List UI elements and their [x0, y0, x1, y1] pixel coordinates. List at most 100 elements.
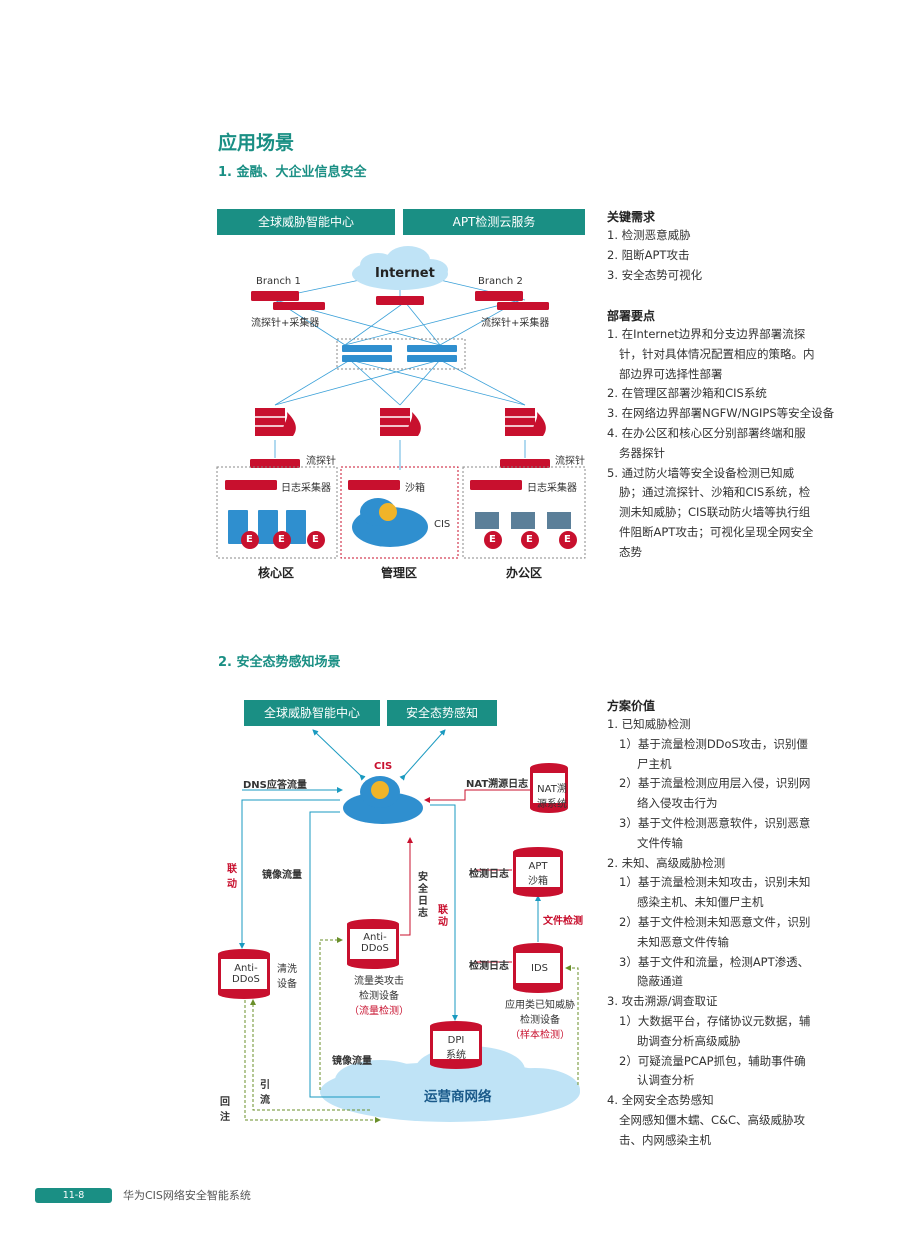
internet-label: Internet	[375, 266, 435, 281]
scenario1-diagram	[216, 246, 586, 559]
nat-system-label: NAT溯 源系统	[537, 780, 567, 810]
flow-attack-line: 流量类攻击	[354, 976, 404, 987]
list-line: 击、内网感染主机	[619, 1132, 711, 1147]
list-line: 态势	[619, 544, 642, 559]
endpoint-badge: E	[526, 534, 533, 545]
list-line: 件阻断APT攻击；可视化呈现全网安全	[619, 524, 814, 539]
sample-detect-line: （样本检测）	[510, 1030, 570, 1041]
list-line: 5. 通过防火墙等安全设备检测已知威	[607, 465, 795, 480]
detect-log-label-1: 检测日志	[469, 869, 509, 880]
page-number: 11-8	[35, 1188, 112, 1203]
apt-cloud-service-box: APT检测云服务	[403, 209, 585, 235]
log-collector-right-label: 日志采集器	[527, 483, 577, 494]
list-line: 胁；通过流探针、沙箱和CIS系统，检	[619, 485, 811, 500]
list-line: 1）大数据平台，存储协议元数据，辅	[619, 1013, 811, 1028]
deployment-list: 1. 在Internet边界和分支边界部署流探 针，针对具体情况配置相应的策略。…	[607, 325, 834, 563]
list-item: 2. 阻断APT攻击	[607, 247, 690, 262]
list-line: 测未知威胁；CIS联动防火墙等执行组	[619, 505, 811, 520]
mirror-flow-label-1: 镜像流量	[262, 870, 302, 881]
flow-attack-line: 检测设备	[359, 991, 399, 1002]
app-threat-device-label: 应用类已知威胁 检测设备 （样本检测）	[505, 996, 575, 1041]
flow-detect-line: （流量检测）	[349, 1006, 409, 1017]
probe-collector-right-label: 流探针+采集器	[481, 318, 550, 329]
global-threat-center-box: 全球威胁智能中心	[217, 209, 395, 235]
endpoint-badge: E	[312, 534, 319, 545]
list-line: 2. 在管理区部署沙箱和CIS系统	[607, 386, 767, 401]
list-line: 2）可疑流量PCAP抓包，辅助事件确	[619, 1053, 806, 1068]
deployment-title: 部署要点	[607, 309, 656, 323]
list-line: 尸主机	[637, 756, 672, 771]
probe-collector-left-label: 流探针+采集器	[251, 318, 320, 329]
reinjection-label: 回注	[220, 1097, 230, 1123]
nat-system-line: NAT溯	[537, 784, 567, 795]
mirror-flow-label-2: 镜像流量	[332, 1056, 372, 1067]
list-line: 2）基于流量检测应用层入侵，识别网	[619, 776, 811, 791]
list-line: 认调查分析	[637, 1073, 695, 1088]
ids-label: IDS	[531, 963, 548, 974]
cis-label-2: CIS	[374, 761, 393, 772]
probe-left-label: 流探针	[306, 456, 336, 467]
list-line: 2）基于文件检测未知恶意文件，识别	[619, 914, 811, 929]
list-line: 针，针对具体情况配置相应的策略。内	[619, 346, 815, 361]
clean-device-line: 设备	[277, 979, 297, 990]
list-line: 助调查分析高级威胁	[637, 1033, 741, 1048]
list-line: 1. 在Internet边界和分支边界部署流探	[607, 327, 806, 341]
list-line: 文件传输	[637, 835, 683, 850]
file-detect-label: 文件检测	[543, 916, 583, 927]
list-line: 2. 未知、高级威胁检测	[607, 855, 726, 870]
monitor-icons	[475, 512, 571, 529]
dpi-line: DPI	[447, 1035, 465, 1046]
probe-devices	[225, 291, 550, 490]
diversion-label: 引流	[260, 1080, 270, 1106]
switch-devices	[342, 345, 457, 362]
clean-device-line: 清洗	[277, 964, 297, 975]
branch1-label: Branch 1	[256, 276, 301, 287]
section-title: 应用场景	[218, 132, 295, 154]
detect-log-label-2: 检测日志	[469, 961, 509, 972]
carrier-network-label: 运营商网络	[424, 1089, 492, 1105]
log-collector-left-label: 日志采集器	[281, 483, 331, 494]
situational-awareness-box: 安全态势感知	[387, 700, 497, 726]
zone-office: 办公区	[506, 566, 543, 580]
anti-ddos-top-label: Anti- DDoS	[361, 932, 389, 954]
cis-label: CIS	[434, 519, 451, 530]
list-line: 3）基于文件和流量，检测APT渗透、	[619, 954, 810, 969]
endpoint-badge: E	[246, 534, 253, 545]
apt-sandbox-line: APT	[528, 861, 548, 872]
anti-ddos-left-label: Anti- DDoS	[232, 963, 260, 985]
list-line: 络入侵攻击行为	[637, 796, 718, 811]
anti-ddos-line: DDoS	[361, 943, 389, 954]
apt-sandbox-label: APT 沙箱	[528, 861, 548, 887]
firewall-icons	[255, 408, 546, 436]
linkage-left-label: 联动	[227, 864, 237, 890]
endpoint-badge: E	[278, 534, 285, 545]
key-requirements-list: 1. 检测恶意威胁 2. 阻断APT攻击 3. 安全态势可视化	[607, 226, 702, 285]
list-line: 全网感知僵木蠕、C&C、高级威胁攻	[619, 1112, 806, 1127]
app-threat-line: 检测设备	[520, 1015, 560, 1026]
global-threat-center-box-2: 全球威胁智能中心	[244, 700, 380, 726]
list-item: 3. 安全态势可视化	[607, 267, 703, 282]
list-line: 1）基于流量检测DDoS攻击，识别僵	[619, 736, 808, 751]
anti-ddos-line: DDoS	[232, 974, 260, 985]
endpoint-badge: E	[564, 534, 571, 545]
solution-value-title: 方案价值	[607, 699, 656, 713]
endpoint-badge-circles	[241, 531, 577, 549]
internet-cloud-icon	[352, 246, 448, 290]
dpi-system-label: DPI 系统	[446, 1035, 466, 1061]
list-line: 4. 全网安全态势感知	[607, 1093, 714, 1108]
list-item: 1. 检测恶意威胁	[607, 228, 691, 242]
scenario2-title: 2. 安全态势感知场景	[218, 655, 341, 670]
solution-value-list: 1. 已知威胁检测 1）基于流量检测DDoS攻击，识别僵 尸主机 2）基于流量检…	[607, 715, 810, 1151]
dns-flow-label: DNS应答流量	[243, 780, 307, 791]
list-line: 3）基于文件检测恶意软件，识别恶意	[619, 815, 811, 830]
dpi-line: 系统	[446, 1050, 466, 1061]
core-switch-group	[336, 338, 466, 370]
footer-title: 华为CIS网络安全智能系统	[123, 1189, 251, 1202]
list-line: 1. 已知威胁检测	[607, 717, 691, 731]
anti-ddos-line: Anti-	[363, 932, 387, 943]
list-line: 3. 在网络边界部署NGFW/NGIPS等安全设备	[607, 406, 835, 421]
list-line: 未知恶意文件传输	[637, 934, 729, 949]
database-cylinders	[218, 763, 568, 1069]
cis-cloud-icon	[352, 498, 428, 547]
anti-ddos-line: Anti-	[234, 963, 258, 974]
